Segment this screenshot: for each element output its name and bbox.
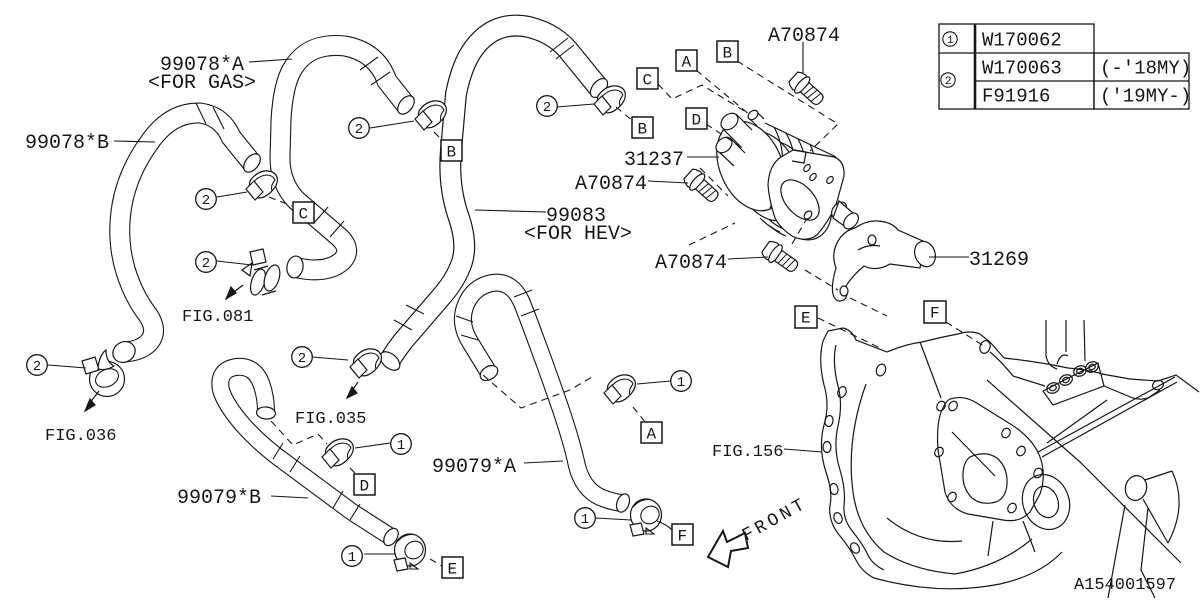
svg-text:FIG.081: FIG.081 — [182, 308, 253, 327]
svg-text:31269: 31269 — [969, 249, 1029, 272]
svg-text:99079*B: 99079*B — [177, 487, 261, 510]
svg-text:99078*A: 99078*A — [160, 54, 244, 77]
svg-text:F: F — [678, 528, 688, 546]
svg-text:2: 2 — [298, 351, 306, 367]
svg-text:2: 2 — [543, 100, 551, 116]
svg-text:2: 2 — [202, 193, 210, 209]
svg-text:99083: 99083 — [546, 205, 606, 228]
svg-text:A: A — [647, 426, 657, 444]
svg-text:FIG.036: FIG.036 — [45, 427, 116, 446]
svg-text:A70874: A70874 — [655, 252, 727, 275]
svg-text:FIG.156: FIG.156 — [712, 443, 783, 462]
svg-text:A70874: A70874 — [575, 173, 647, 196]
svg-text:C: C — [643, 72, 653, 90]
svg-text:C: C — [299, 206, 309, 224]
svg-text:F91916: F91916 — [982, 86, 1050, 108]
svg-text:D: D — [360, 478, 370, 496]
svg-text:F: F — [930, 305, 940, 323]
svg-text:2: 2 — [202, 256, 210, 272]
svg-text:E: E — [801, 310, 811, 328]
svg-text:99078*B: 99078*B — [25, 132, 109, 155]
svg-text:2: 2 — [945, 76, 952, 88]
svg-text:D: D — [692, 112, 702, 130]
svg-text:FIG.035: FIG.035 — [295, 410, 366, 429]
svg-text:99079*A: 99079*A — [432, 456, 516, 479]
svg-text:E: E — [448, 561, 458, 579]
svg-text:A: A — [682, 54, 692, 72]
svg-text:1: 1 — [947, 35, 954, 47]
svg-text:1: 1 — [677, 375, 685, 391]
svg-text:('19MY-): ('19MY-) — [1100, 86, 1191, 108]
svg-text:31237: 31237 — [624, 149, 684, 172]
svg-text:B: B — [638, 121, 648, 139]
svg-text:A70874: A70874 — [768, 25, 840, 48]
svg-text:W170063: W170063 — [982, 58, 1062, 80]
svg-text:<FOR GAS>: <FOR GAS> — [148, 72, 256, 95]
svg-text:<FOR HEV>: <FOR HEV> — [524, 223, 632, 246]
svg-text:1: 1 — [397, 438, 405, 454]
svg-text:B: B — [723, 45, 733, 63]
svg-text:A154001597: A154001597 — [1074, 576, 1176, 595]
svg-text:B: B — [447, 144, 457, 162]
svg-text:2: 2 — [33, 359, 41, 375]
svg-text:W170062: W170062 — [982, 30, 1062, 52]
svg-text:(-'18MY): (-'18MY) — [1100, 58, 1191, 80]
svg-text:1: 1 — [348, 550, 356, 566]
svg-text:1: 1 — [581, 512, 589, 528]
svg-text:2: 2 — [355, 122, 363, 138]
